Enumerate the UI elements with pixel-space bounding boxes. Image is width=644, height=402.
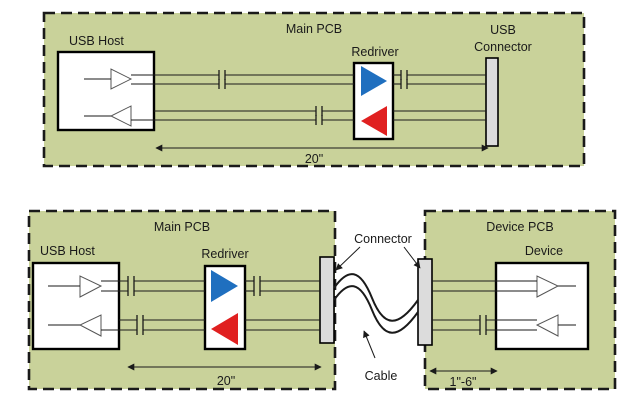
device-rx-buffer [536, 275, 560, 298]
bottom-redriver-tx-triangle [211, 270, 238, 302]
top-usb-connector-label-2: Connector [474, 40, 532, 54]
top-usb-host-label: USB Host [69, 34, 124, 48]
bottom-signal-traces [48, 280, 576, 331]
device-length-label: 1"-6" [450, 375, 477, 389]
top-host-rx-buffer [109, 105, 132, 127]
main-pcb-connector [319, 256, 335, 344]
top-diagram: Main PCB USB Host Redriver USB Connector [42, 11, 586, 168]
bottom-host-rx-buffer [78, 314, 102, 337]
top-usb-connector [485, 57, 499, 147]
bottom-redriver-label: Redriver [201, 247, 248, 261]
top-main-pcb-label: Main PCB [286, 22, 342, 36]
bottom-length-label: 20" [217, 374, 235, 388]
bottom-usb-host-block [31, 261, 121, 351]
top-usb-host-block [56, 50, 156, 132]
device-pcb-label: Device PCB [486, 220, 553, 234]
bottom-usb-host-label: USB Host [40, 244, 95, 258]
cable-pointer [363, 330, 376, 359]
top-usb-connector-label-1: USB [490, 23, 516, 37]
bottom-ac-capacitors [127, 276, 487, 335]
top-ac-capacitors [218, 70, 408, 125]
bottom-diagram: Main PCB Device PCB USB Host Redriver Co… [27, 209, 617, 391]
top-redriver-label: Redriver [351, 45, 398, 59]
connector-label: Connector [354, 232, 412, 246]
connector-pointer-left [335, 246, 361, 271]
device-pcb-connector [417, 258, 433, 346]
cable [333, 273, 419, 334]
top-signal-traces [84, 74, 486, 121]
top-length-label: 20" [305, 152, 323, 166]
device-label: Device [525, 244, 563, 258]
bottom-redriver-rx-triangle [211, 313, 238, 345]
connector-pointer-right [403, 246, 421, 269]
top-redriver-rx-triangle [361, 106, 387, 136]
cable-label: Cable [365, 369, 398, 383]
bottom-main-pcb-label: Main PCB [154, 220, 210, 234]
top-redriver-tx-triangle [361, 66, 387, 96]
device-block [494, 261, 590, 351]
